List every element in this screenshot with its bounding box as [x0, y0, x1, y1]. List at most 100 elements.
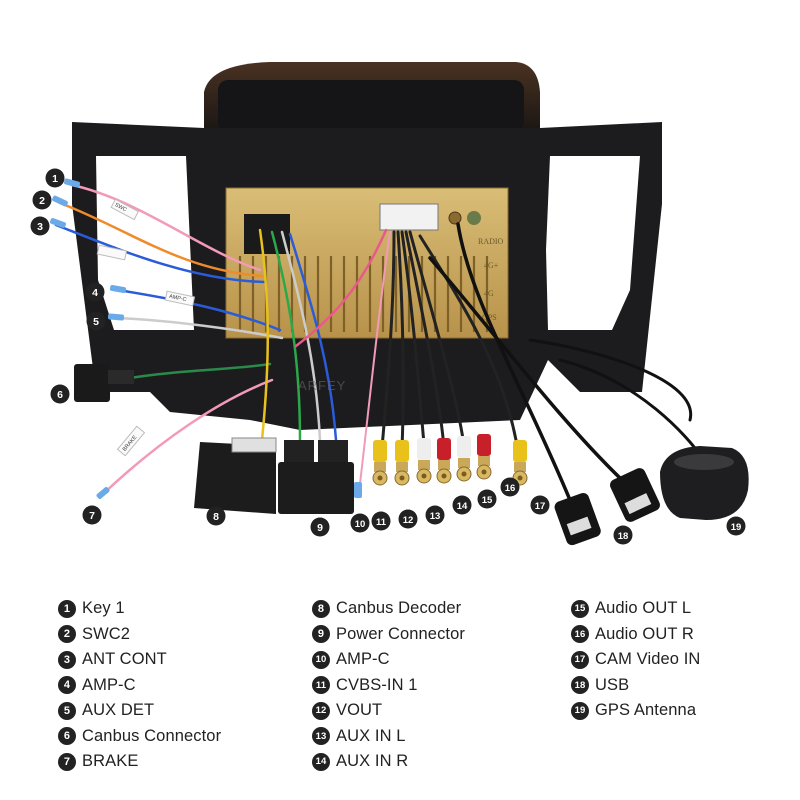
legend-number-badge: 8 [312, 599, 330, 618]
legend-number-badge: 5 [58, 701, 76, 720]
callout-4: 4 [85, 282, 105, 302]
legend-number-badge: 3 [58, 650, 76, 669]
callout-2: 2 [32, 190, 52, 210]
rca-plug-2 [394, 440, 410, 486]
legend-label: Audio OUT R [595, 624, 694, 643]
panel-label-4g: 4G [484, 289, 494, 298]
callout-6: 6 [50, 384, 70, 404]
rca-plug-5 [456, 436, 472, 482]
legend-number-badge: 17 [571, 650, 589, 669]
legend-label: Power Connector [336, 624, 465, 643]
usb-plugs [554, 468, 660, 546]
legend-item: 3 ANT CONT [58, 647, 221, 673]
legend-label: CVBS-IN 1 [336, 675, 418, 694]
callout-number: 18 [618, 531, 629, 542]
panel-label-4g-plus: 4G+ [484, 261, 499, 270]
wire-harness [54, 183, 702, 502]
legend-number-badge: 9 [312, 625, 330, 644]
callout-number: 13 [430, 511, 441, 522]
callout-number: 16 [505, 483, 516, 494]
callout-19: 19 [726, 516, 746, 536]
legend-item: 1 Key 1 [58, 596, 221, 622]
legend-label: GPS Antenna [595, 701, 697, 720]
legend-number-badge: 1 [58, 599, 76, 618]
callout-number: 19 [731, 522, 742, 533]
legend-label: BRAKE [82, 752, 139, 771]
legend-item: 17 CAM Video IN [571, 647, 700, 673]
callout-17: 17 [530, 495, 550, 515]
wiring-diagram: RADIO 4G+ 4G GPS ARFEY SWC [30, 62, 749, 546]
legend-label: AUX IN L [336, 726, 406, 745]
gps-antenna [660, 446, 749, 520]
callout-15: 15 [477, 489, 497, 509]
legend-item: 15 Audio OUT L [571, 596, 700, 622]
legend-number-badge: 2 [58, 625, 76, 644]
legend-number-badge: 15 [571, 599, 589, 618]
wire-tag-amp-c-text: AMP-C [168, 294, 187, 304]
legend-number-badge: 18 [571, 676, 589, 695]
legend-item: 5 AUX DET [58, 698, 221, 724]
rca-plug-7 [512, 440, 528, 486]
callout-number: 17 [535, 501, 546, 512]
callout-11: 11 [371, 511, 391, 531]
watermark: ARFEY [298, 378, 346, 393]
legend-label: CAM Video IN [595, 650, 701, 669]
legend-label: VOUT [336, 701, 383, 720]
legend-item: 11 CVBS-IN 1 [312, 673, 465, 699]
rca-plugs [372, 434, 528, 486]
wire-tag-ant [96, 244, 128, 261]
legend-label: Key 1 [82, 599, 125, 618]
legend-number-badge: 11 [312, 676, 330, 695]
callout-number: 2 [39, 195, 45, 207]
legend-number-badge: 13 [312, 727, 330, 746]
wire-tag-swc [110, 198, 140, 221]
legend-label: USB [595, 675, 630, 694]
legend-item: 12 VOUT [312, 698, 465, 724]
callout-number: 6 [57, 389, 63, 401]
callout-number: 9 [317, 522, 323, 534]
callout-1: 1 [45, 168, 65, 188]
callout-number: 11 [376, 517, 387, 528]
canbus-decoder-box [194, 437, 277, 514]
legend-label: AUX DET [82, 701, 155, 720]
callout-number: 10 [355, 519, 366, 530]
callout-12: 12 [398, 509, 418, 529]
legend-item: 7 BRAKE [58, 749, 221, 775]
radio-jack-cap [467, 211, 481, 225]
legend-number-badge: 7 [58, 752, 76, 771]
callout-7: 7 [82, 505, 102, 525]
legend-number-badge: 12 [312, 701, 330, 720]
usb-plug-1 [554, 492, 601, 546]
callout-number: 3 [37, 221, 43, 233]
callout-number: 15 [482, 495, 493, 506]
rca-connector-socket [379, 203, 439, 231]
legend-label: Audio OUT L [595, 599, 692, 618]
callout-number: 5 [93, 316, 99, 328]
legend-number-badge: 6 [58, 727, 76, 746]
callout-number: 4 [92, 287, 98, 299]
callout-number: 12 [403, 515, 414, 526]
wire-tags: SWC AMP-C BRAKE [96, 198, 196, 457]
callout-13: 13 [425, 505, 445, 525]
legend-label: AMP-C [82, 675, 136, 694]
legend-label: ANT CONT [82, 650, 167, 669]
callout-5: 5 [86, 311, 106, 331]
callout-number: 14 [457, 501, 468, 512]
rca-plug-4 [436, 438, 452, 484]
legend-label: SWC2 [82, 624, 131, 643]
callout-14: 14 [452, 495, 472, 515]
wire-tips [50, 178, 362, 499]
panel-label-radio: RADIO [478, 237, 504, 246]
legend-item: 13 AUX IN L [312, 724, 465, 750]
rca-plug-6 [476, 434, 492, 480]
wire-tag-amp-c [164, 290, 196, 307]
